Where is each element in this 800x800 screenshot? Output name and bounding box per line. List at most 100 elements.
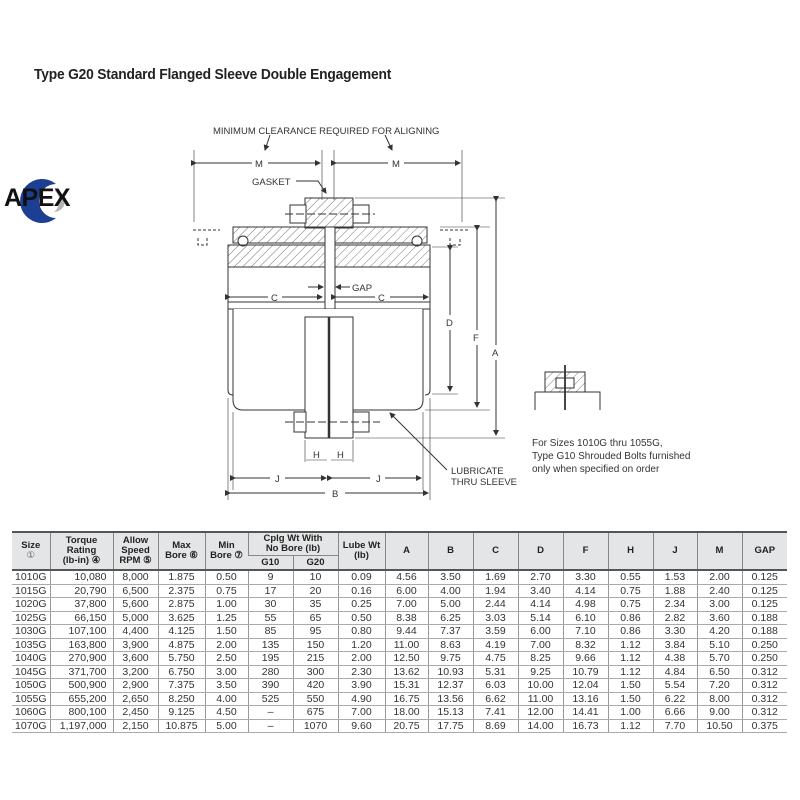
table-cell: 6.750: [157, 665, 205, 679]
table-cell: 95: [292, 624, 338, 639]
table-cell: 4,400: [112, 624, 158, 639]
table-cell: 1.50: [607, 692, 653, 706]
table-cell: 1010G: [12, 570, 50, 585]
table-cell: 2,450: [112, 705, 158, 720]
table-cell: 7.00: [517, 638, 563, 652]
table-cell: 9.125: [157, 705, 205, 720]
table-cell: 300: [292, 665, 338, 679]
table-cell: 4.38: [652, 651, 697, 666]
table-cell: 12.50: [384, 651, 428, 666]
dim-a: A: [492, 348, 499, 359]
table-cell: 3.84: [652, 638, 697, 652]
dim-d: D: [446, 318, 453, 329]
table-cell: 20,790: [49, 584, 113, 598]
table-cell: –: [247, 705, 293, 720]
table-cell: 0.312: [741, 705, 787, 720]
table-cell: 2.34: [652, 597, 697, 612]
table-cell: 0.75: [607, 584, 653, 598]
table-cell: 195: [247, 651, 293, 666]
table-cell: 15.13: [427, 705, 473, 720]
table-cell: 1.88: [652, 584, 697, 598]
header-g20: G20: [292, 555, 338, 571]
table-cell: 4.125: [157, 624, 205, 639]
table-cell: 65: [292, 611, 338, 625]
table-cell: 7.10: [562, 624, 608, 639]
table-cell: 12.37: [427, 678, 473, 693]
table-cell: 1,197,000: [49, 719, 113, 733]
table-cell: 16.73: [562, 719, 608, 733]
table-cell: 4.14: [562, 584, 608, 598]
table-cell: 550: [292, 692, 338, 706]
table-cell: 3.50: [427, 570, 473, 585]
table-cell: 10.00: [517, 678, 563, 693]
table-cell: 1.12: [607, 719, 653, 733]
table-cell: 3.00: [696, 597, 742, 612]
table-cell: 0.250: [741, 638, 787, 652]
table-cell: 10.50: [696, 719, 742, 733]
table-cell: 1.00: [204, 597, 248, 612]
table-cell: 9: [247, 570, 293, 585]
table-cell: 1070: [292, 719, 338, 733]
table-cell: 13.62: [384, 665, 428, 679]
table-cell: 1055G: [12, 692, 50, 706]
dim-f: F: [473, 333, 479, 344]
table-cell: 10,080: [49, 570, 113, 585]
gasket-label: GASKET: [252, 177, 291, 188]
table-cell: 2,650: [112, 692, 158, 706]
table-cell: 0.09: [337, 570, 385, 585]
table-cell: 390: [247, 678, 293, 693]
table-cell: 107,100: [49, 624, 113, 639]
header-f: F: [562, 531, 608, 571]
table-cell: 12.00: [517, 705, 563, 720]
table-cell: 0.16: [337, 584, 385, 598]
table-cell: 5,000: [112, 611, 158, 625]
table-cell: 270,900: [49, 651, 113, 666]
table-cell: 1.12: [607, 638, 653, 652]
table-cell: 4.98: [562, 597, 608, 612]
apex-logo: [20, 179, 65, 223]
table-cell: 8.00: [696, 692, 742, 706]
table-cell: 6.00: [384, 584, 428, 598]
header-d: D: [517, 531, 563, 571]
table-cell: 8.69: [472, 719, 518, 733]
table-cell: 525: [247, 692, 293, 706]
table-cell: 3,900: [112, 638, 158, 652]
table-cell: 14.41: [562, 705, 608, 720]
table-cell: 1015G: [12, 584, 50, 598]
table-cell: 6.03: [472, 678, 518, 693]
note-line: For Sizes 1010G thru 1055G,: [532, 438, 663, 449]
table-cell: 16.75: [384, 692, 428, 706]
table-cell: 800,100: [49, 705, 113, 720]
header-lube-wt: Lube Wt(lb): [337, 531, 385, 571]
gap-label: GAP: [352, 283, 372, 294]
header-j: J: [652, 531, 697, 571]
table-cell: 9.60: [337, 719, 385, 733]
table-cell: 5.54: [652, 678, 697, 693]
table-cell: 1.25: [204, 611, 248, 625]
table-cell: 5.14: [517, 611, 563, 625]
table-cell: 0.80: [337, 624, 385, 639]
header-a: A: [384, 531, 428, 571]
table-cell: 5,600: [112, 597, 158, 612]
table-cell: 4.90: [337, 692, 385, 706]
table-cell: –: [247, 719, 293, 733]
table-cell: 3,200: [112, 665, 158, 679]
table-cell: 0.188: [741, 624, 787, 639]
table-cell: 3.30: [562, 570, 608, 585]
table-cell: 500,900: [49, 678, 113, 693]
table-cell: 17: [247, 584, 293, 598]
table-cell: 0.86: [607, 624, 653, 639]
table-cell: 5.00: [427, 597, 473, 612]
table-cell: 2.82: [652, 611, 697, 625]
table-cell: 2.50: [204, 651, 248, 666]
table-cell: 5.70: [696, 651, 742, 666]
